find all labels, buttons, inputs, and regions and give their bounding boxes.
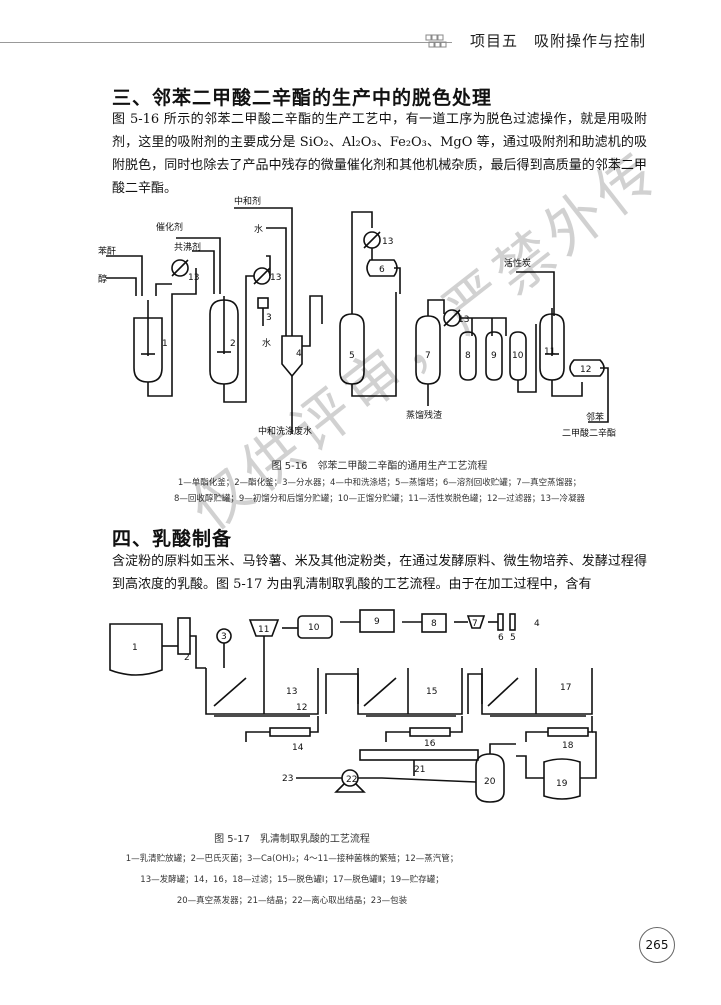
tank-9 [485,331,503,381]
whey-tank-1 [109,623,163,676]
decolor-tank-17 [481,668,593,715]
condenser-13-a [171,259,189,277]
label-13d: 13 [458,315,469,325]
section3-heading: 三、邻苯二甲酸二辛酯的生产中的脱色处理 [112,87,493,109]
f17-label-1: 1 [132,643,138,653]
f17-label-13: 13 [286,687,297,697]
f17-label-6: 6 [498,633,504,643]
header-title: 项目五 吸附操作与控制 [470,32,647,50]
f17-label-14: 14 [292,743,304,753]
decolor-tank-11 [539,313,565,381]
figure-5-17-legend-1: 1—乳清贮放罐；2—巴氏灭菌；3—Ca(OH)₂；4～11—接种菌株的繁殖；12… [125,854,459,864]
f17-label-9: 9 [374,617,380,627]
label-1: 1 [162,339,168,349]
label-entrainer: 共沸剂 [174,241,201,253]
f17-label-4: 4 [534,619,540,629]
f17-label-5: 5 [510,633,516,643]
label-2: 2 [230,339,236,349]
figure-5-16-diagram: 苯酐 醇 催化剂 共沸剂 中和剂 水 水 活性炭 中和洗涤废水 蒸馏残渣 邻苯 … [98,196,616,439]
header-rule [0,42,452,43]
figure-5-16-legend-1: 1—单酯化釜；2—酯化釜；3—分水器；4—中和洗涤塔；5—蒸馏塔；6—溶剂回收贮… [177,478,582,488]
label-4: 4 [296,349,302,359]
f17-label-22: 22 [346,775,357,785]
label-9: 9 [491,351,497,361]
label-6: 6 [379,265,385,275]
vessel-6 [497,613,504,631]
f17-label-19: 19 [556,779,568,789]
f17-label-2: 2 [184,653,190,663]
filter-14 [269,727,311,737]
pasteurizer-2 [177,617,191,655]
label-residue: 蒸馏残渣 [406,409,442,421]
f17-label-16: 16 [424,739,436,749]
f17-label-10: 10 [308,623,320,633]
label-water-top: 水 [254,223,263,235]
label-product-2: 二甲酸二辛酯 [562,427,616,439]
label-12: 12 [580,365,591,375]
f17-label-8: 8 [431,619,437,629]
label-water-side: 水 [262,337,271,349]
reactor-2 [209,299,239,385]
section4-heading: 四、乳酸制备 [112,528,233,550]
f17-label-11: 11 [258,625,269,635]
header-decoration-icon [425,34,447,48]
f17-label-7: 7 [472,619,478,629]
label-product-1: 邻苯 [586,411,604,423]
figure-5-17-legend-3: 20—真空蒸发器；21—结晶；22—离心取出结晶；23—包装 [176,896,408,906]
label-catalyst: 催化剂 [156,221,183,233]
wash-column-4 [281,335,303,378]
tank-8 [459,331,477,381]
section4-paragraph: 含淀粉的原料如玉米、马铃薯、米及其他淀粉类，在通过发酵原料、微生物培养、发酵过程… [112,554,647,592]
storage-tank-19 [543,758,581,800]
label-13b: 13 [270,273,281,283]
label-alcohol: 醇 [98,273,107,285]
f17-label-21: 21 [414,765,425,775]
vessel-9 [359,609,395,633]
label-activated-carbon: 活性炭 [504,257,531,269]
label-13a: 13 [188,273,199,283]
crystallizer-21 [359,749,479,761]
filter-16 [409,727,451,737]
f17-label-12: 12 [296,703,307,713]
label-8: 8 [465,351,471,361]
vessel-5 [509,613,516,631]
vessel-7 [466,615,486,629]
vessel-10 [297,615,333,639]
figure-5-17-caption: 图 5-17 乳清制取乳酸的工艺流程 [214,834,370,845]
vacuum-still-7 [415,315,441,385]
fermenter-13 [205,668,319,715]
filter-12 [569,359,605,377]
label-7: 7 [425,351,431,361]
solvent-tank-6 [366,259,398,277]
vessel-11 [248,619,280,637]
decolor-tank-15 [357,668,463,715]
figure-5-16-legend-2: 8—回收醇贮罐；9—初馏分和后馏分贮罐；10—正馏分贮罐；11—活性炭脱色罐；1… [173,494,586,504]
f17-label-23: 23 [282,774,293,784]
f17-label-18: 18 [562,741,574,751]
figure-5-17-legend-2: 13—发酵罐；14，16，18—过滤；15—脱色罐Ⅰ；17—脱色罐Ⅱ；19—贮存… [140,875,444,885]
evaporator-20 [475,753,505,803]
separator-3 [257,297,269,309]
filter-18 [547,727,589,737]
label-10: 10 [512,351,524,361]
label-3: 3 [266,313,272,323]
tank-10 [509,331,527,381]
label-anhydride: 苯酐 [98,245,116,257]
f17-label-17: 17 [560,683,571,693]
label-neutralizer: 中和剂 [234,196,261,207]
f17-label-15: 15 [426,687,437,697]
page-number: 265 [639,927,675,963]
distillation-tower-5 [339,313,365,385]
label-11: 11 [544,347,555,357]
label-5: 5 [349,351,355,361]
label-13c: 13 [382,237,393,247]
figure-5-16-caption: 图 5-16 邻苯二甲酸二辛酯的通用生产工艺流程 [271,461,488,472]
section3-paragraph: 图 5-16 所示的邻苯二甲酸二辛酯的生产工艺中，有一道工序为脱色过滤操作，就是… [112,112,647,196]
f17-label-3: 3 [221,632,227,642]
vessel-8 [421,613,447,633]
figure-5-17-diagram: 1 2 3 4 5 6 7 8 9 10 11 12 13 14 15 16 1… [109,609,597,803]
label-wash-waste: 中和洗涤废水 [258,425,312,437]
f17-label-20: 20 [484,777,496,787]
